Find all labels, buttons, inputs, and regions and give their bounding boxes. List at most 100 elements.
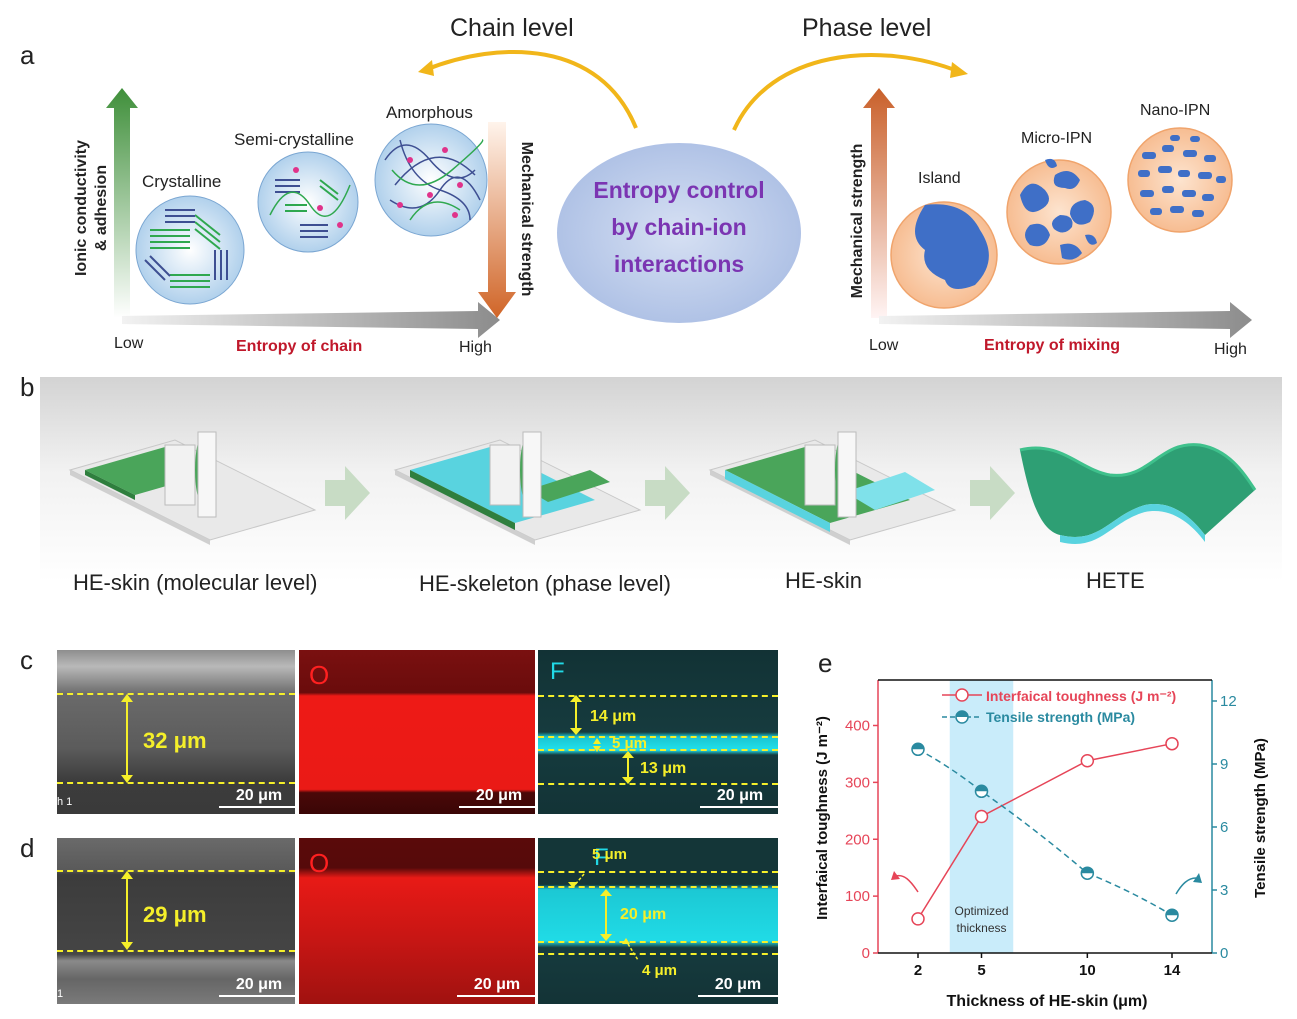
step1-illustration bbox=[68, 431, 317, 545]
step2-illustration bbox=[393, 431, 642, 545]
c-f-arrows bbox=[570, 695, 634, 784]
x-tick-label: 14 bbox=[1164, 962, 1181, 979]
step-arrow-3 bbox=[970, 466, 1015, 520]
right-x-arrow bbox=[879, 302, 1252, 338]
d-f-dash-3 bbox=[538, 941, 778, 943]
panel-label-c: c bbox=[20, 645, 33, 675]
left-axis-pointer-arrow bbox=[895, 874, 919, 893]
optimized-label-line-2: thickness bbox=[956, 921, 1006, 935]
c-f-label: F bbox=[550, 658, 565, 685]
panel-a-graphics bbox=[106, 49, 1252, 338]
center-text: Entropy control by chain-ion interaction… bbox=[565, 172, 793, 283]
y-left-tick-label: 100 bbox=[845, 888, 870, 905]
entropy-of-mixing-label: Entropy of mixing bbox=[984, 337, 1120, 354]
c-sem-scalebar: 20 μm bbox=[219, 787, 295, 808]
d-layer-3: 4 μm bbox=[642, 962, 678, 979]
d-sem-arrow bbox=[121, 871, 133, 950]
entropy-of-chain-label: Entropy of chain bbox=[236, 338, 363, 355]
legend-label-tensile: Tensile strength (MPa) bbox=[986, 709, 1135, 725]
tensile-point-fill bbox=[975, 785, 988, 792]
hete-film-illustration bbox=[1019, 443, 1257, 545]
left-axis-pointer-head bbox=[891, 871, 900, 880]
d-layer-2: 20 μm bbox=[620, 906, 667, 923]
y-left-tick-label: 400 bbox=[845, 718, 870, 735]
panel-label-e: e bbox=[818, 648, 833, 678]
c-layer-1: 14 μm bbox=[590, 708, 637, 725]
d-sem-bottom-dash bbox=[57, 950, 295, 952]
chain-level-label: Chain level bbox=[450, 14, 574, 42]
step2-label: HE-skeleton (phase level) bbox=[419, 571, 671, 596]
optimized-label-line-1: Optimized bbox=[954, 904, 1008, 918]
micro-ipn-circle-graphic bbox=[1006, 158, 1112, 265]
c-sem-arrow bbox=[121, 694, 133, 783]
c-f-dash-1 bbox=[538, 695, 778, 697]
crystalline-circle-graphic bbox=[135, 195, 245, 305]
c-o-map: O 20 μm bbox=[299, 650, 535, 814]
center-line-3: interactions bbox=[613, 251, 745, 277]
d-f-scalebar: 20 μm bbox=[698, 976, 778, 997]
c-f-dash-3 bbox=[538, 749, 778, 751]
d-layer-1: 5 μm bbox=[592, 846, 628, 863]
toughness-point bbox=[1165, 736, 1179, 751]
panel-label-a: a bbox=[20, 40, 35, 70]
step3-label: HE-skin bbox=[785, 568, 863, 593]
c-layer-3: 13 μm bbox=[640, 760, 687, 777]
island-circle-graphic bbox=[890, 201, 998, 309]
d-f-scalebar-text: 20 μm bbox=[714, 976, 762, 993]
legend-label-toughness: Interfaical toughness (J m⁻²) bbox=[986, 688, 1176, 704]
d-corner-text: 1 bbox=[57, 988, 64, 1000]
d-f-map: F 5 μm 20 μm 4 μm 20 μm bbox=[538, 838, 778, 1004]
d-o-scalebar-bar bbox=[457, 995, 535, 997]
y-right-tick-label: 0 bbox=[1220, 945, 1228, 962]
center-line-1: Entropy control bbox=[593, 177, 765, 203]
amorphous-circle-graphic bbox=[374, 123, 488, 237]
panel-label-b: b bbox=[20, 372, 35, 402]
y-left-tick-label: 300 bbox=[845, 774, 870, 791]
nano-ipn-circle-graphic bbox=[1127, 127, 1233, 233]
right-axis-pointer-arrow bbox=[1175, 877, 1197, 895]
x-tick-label: 2 bbox=[914, 962, 922, 979]
semi-crystalline-label: Semi-crystalline bbox=[234, 130, 354, 149]
tensile-point-fill bbox=[912, 743, 924, 750]
c-o-scalebar-bar bbox=[459, 806, 535, 808]
d-f-scalebar-bar bbox=[698, 995, 778, 997]
d-o-map: O 20 μm bbox=[299, 838, 535, 1004]
c-f-scalebar-bar bbox=[700, 806, 778, 808]
d-o-scalebar: 20 μm bbox=[457, 976, 535, 997]
panel-label-d: d bbox=[20, 833, 35, 863]
c-o-scalebar-text: 20 μm bbox=[475, 787, 523, 804]
d-f-dash-1 bbox=[538, 871, 778, 873]
chain-level-arrow bbox=[424, 49, 638, 129]
mechanical-down-arrow bbox=[478, 122, 516, 318]
step1-label: HE-skin (molecular level) bbox=[73, 570, 318, 595]
d-sem-scalebar-bar bbox=[219, 995, 295, 997]
right-y-arrow bbox=[863, 88, 895, 318]
center-ellipse bbox=[557, 143, 801, 323]
phase-level-arrow bbox=[732, 53, 961, 131]
c-sem-bottom-dash bbox=[57, 782, 295, 784]
y-left-tick-label: 200 bbox=[845, 831, 870, 848]
c-f-scalebar: 20 μm bbox=[700, 787, 778, 808]
d-sem-top-dash bbox=[57, 870, 295, 872]
toughness-point bbox=[1080, 754, 1095, 768]
c-sem-scalebar-bar bbox=[219, 806, 295, 808]
d-o-label: O bbox=[309, 848, 330, 878]
x-tick-label: 10 bbox=[1079, 962, 1096, 979]
d-f-dash-2 bbox=[538, 886, 778, 888]
toughness-point bbox=[974, 809, 989, 824]
micro-ipn-label: Micro-IPN bbox=[1021, 130, 1093, 147]
tensile-point-fill bbox=[1166, 909, 1178, 916]
legend-marker-toughness bbox=[955, 688, 969, 702]
legend-marker-tensile-fill bbox=[956, 711, 968, 717]
right-low-label: Low bbox=[869, 337, 899, 354]
d-f-dash-4 bbox=[538, 953, 778, 955]
y-right-tick-label: 9 bbox=[1220, 756, 1228, 773]
tensile-point-fill bbox=[1081, 867, 1094, 874]
toughness-line bbox=[917, 742, 1173, 920]
c-o-label: O bbox=[309, 660, 330, 690]
d-sem-image: 29 μm 1 20 μm bbox=[57, 838, 295, 1004]
y-axis-right-title: Tensile strength (MPa) bbox=[1252, 738, 1269, 898]
step-arrow-2 bbox=[645, 466, 690, 520]
left-x-arrow bbox=[122, 302, 500, 338]
x-axis-title: Thickness of HE-skin (μm) bbox=[947, 993, 1148, 1010]
